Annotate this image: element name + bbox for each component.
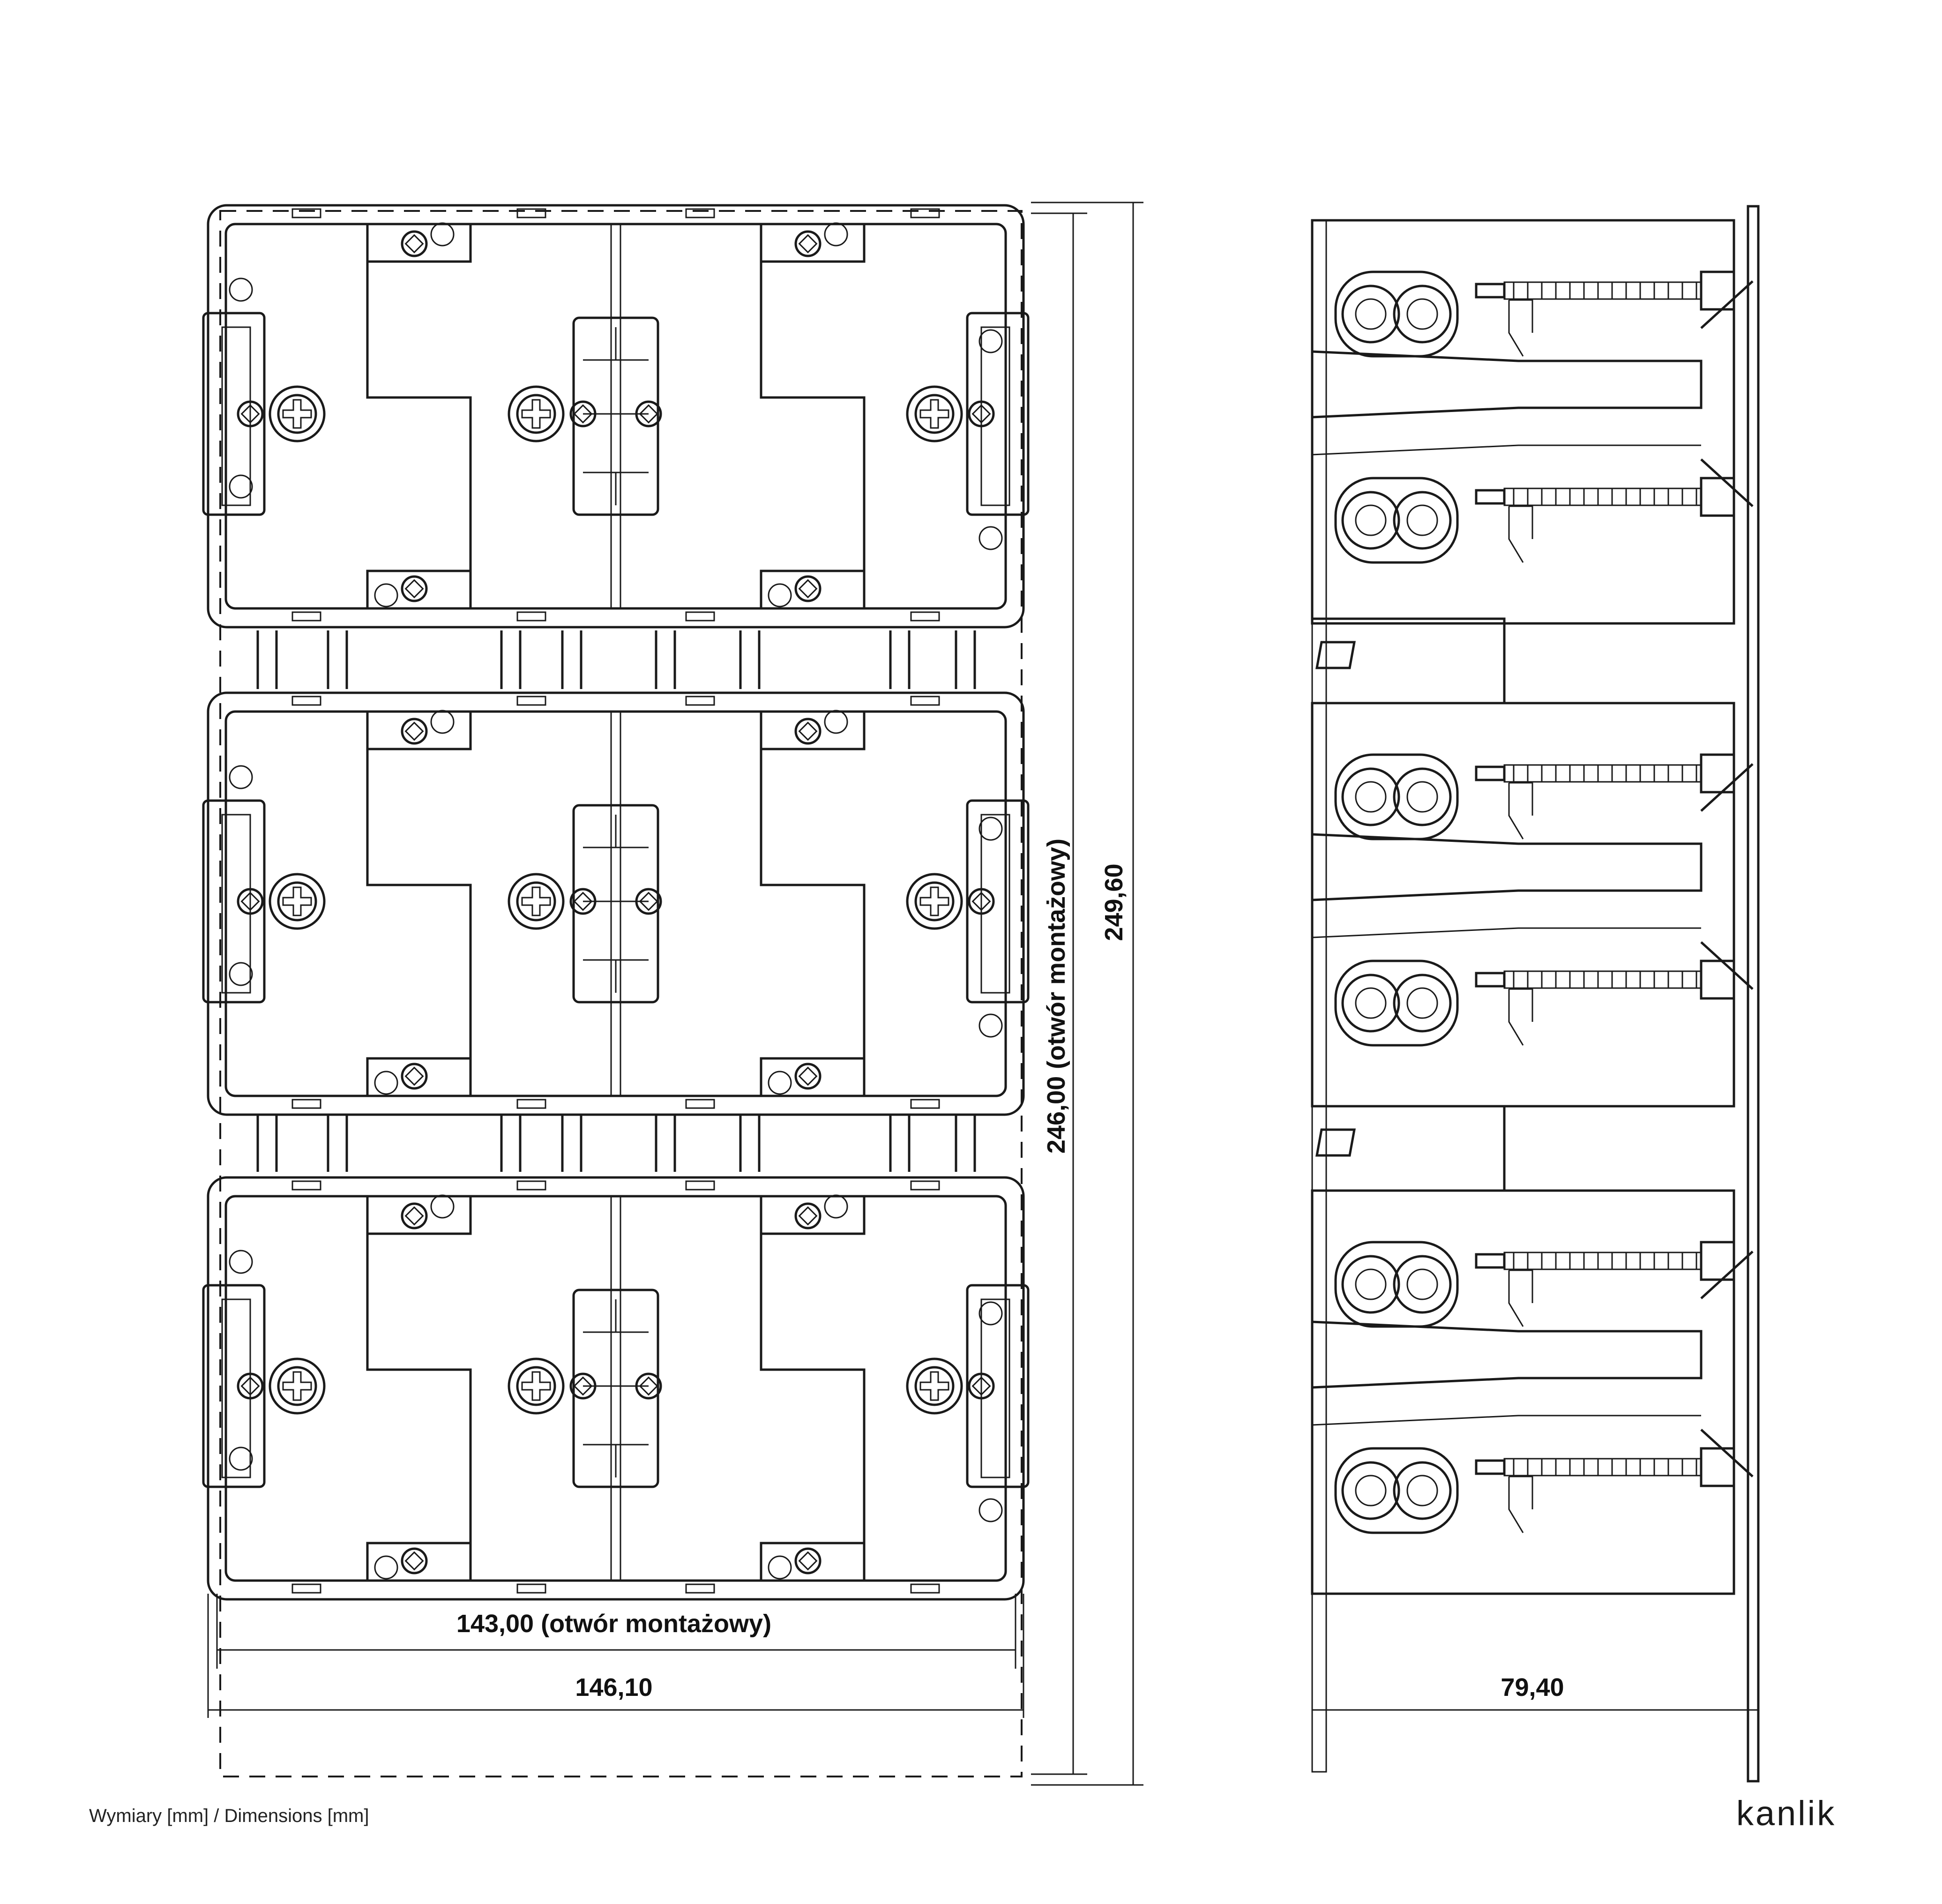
side-module-2 — [1312, 703, 1753, 1106]
box-module-3 — [203, 1177, 1028, 1599]
brand-logo: kanlik — [1736, 1794, 1837, 1833]
dimension-front-width-total: 146,10 — [575, 1673, 652, 1702]
box-module-1 — [203, 205, 1028, 627]
dimension-front-height-total: 249,60 — [1100, 863, 1128, 941]
dimension-lines — [207, 202, 1759, 1786]
dimension-front-height-mounting: 246,00 (otwór montażowy) — [1042, 839, 1070, 1154]
side-module-3 — [1312, 1191, 1753, 1594]
footer-caption: Wymiary [mm] / Dimensions [mm] — [89, 1806, 369, 1826]
box-module-2 — [203, 693, 1028, 1115]
dimension-front-width-mounting: 143,00 (otwór montażowy) — [456, 1610, 771, 1638]
side-module-1 — [1312, 220, 1753, 623]
dimension-side-depth: 79,40 — [1501, 1673, 1564, 1702]
front-view — [203, 205, 1028, 1777]
side-view — [1312, 205, 1760, 1783]
